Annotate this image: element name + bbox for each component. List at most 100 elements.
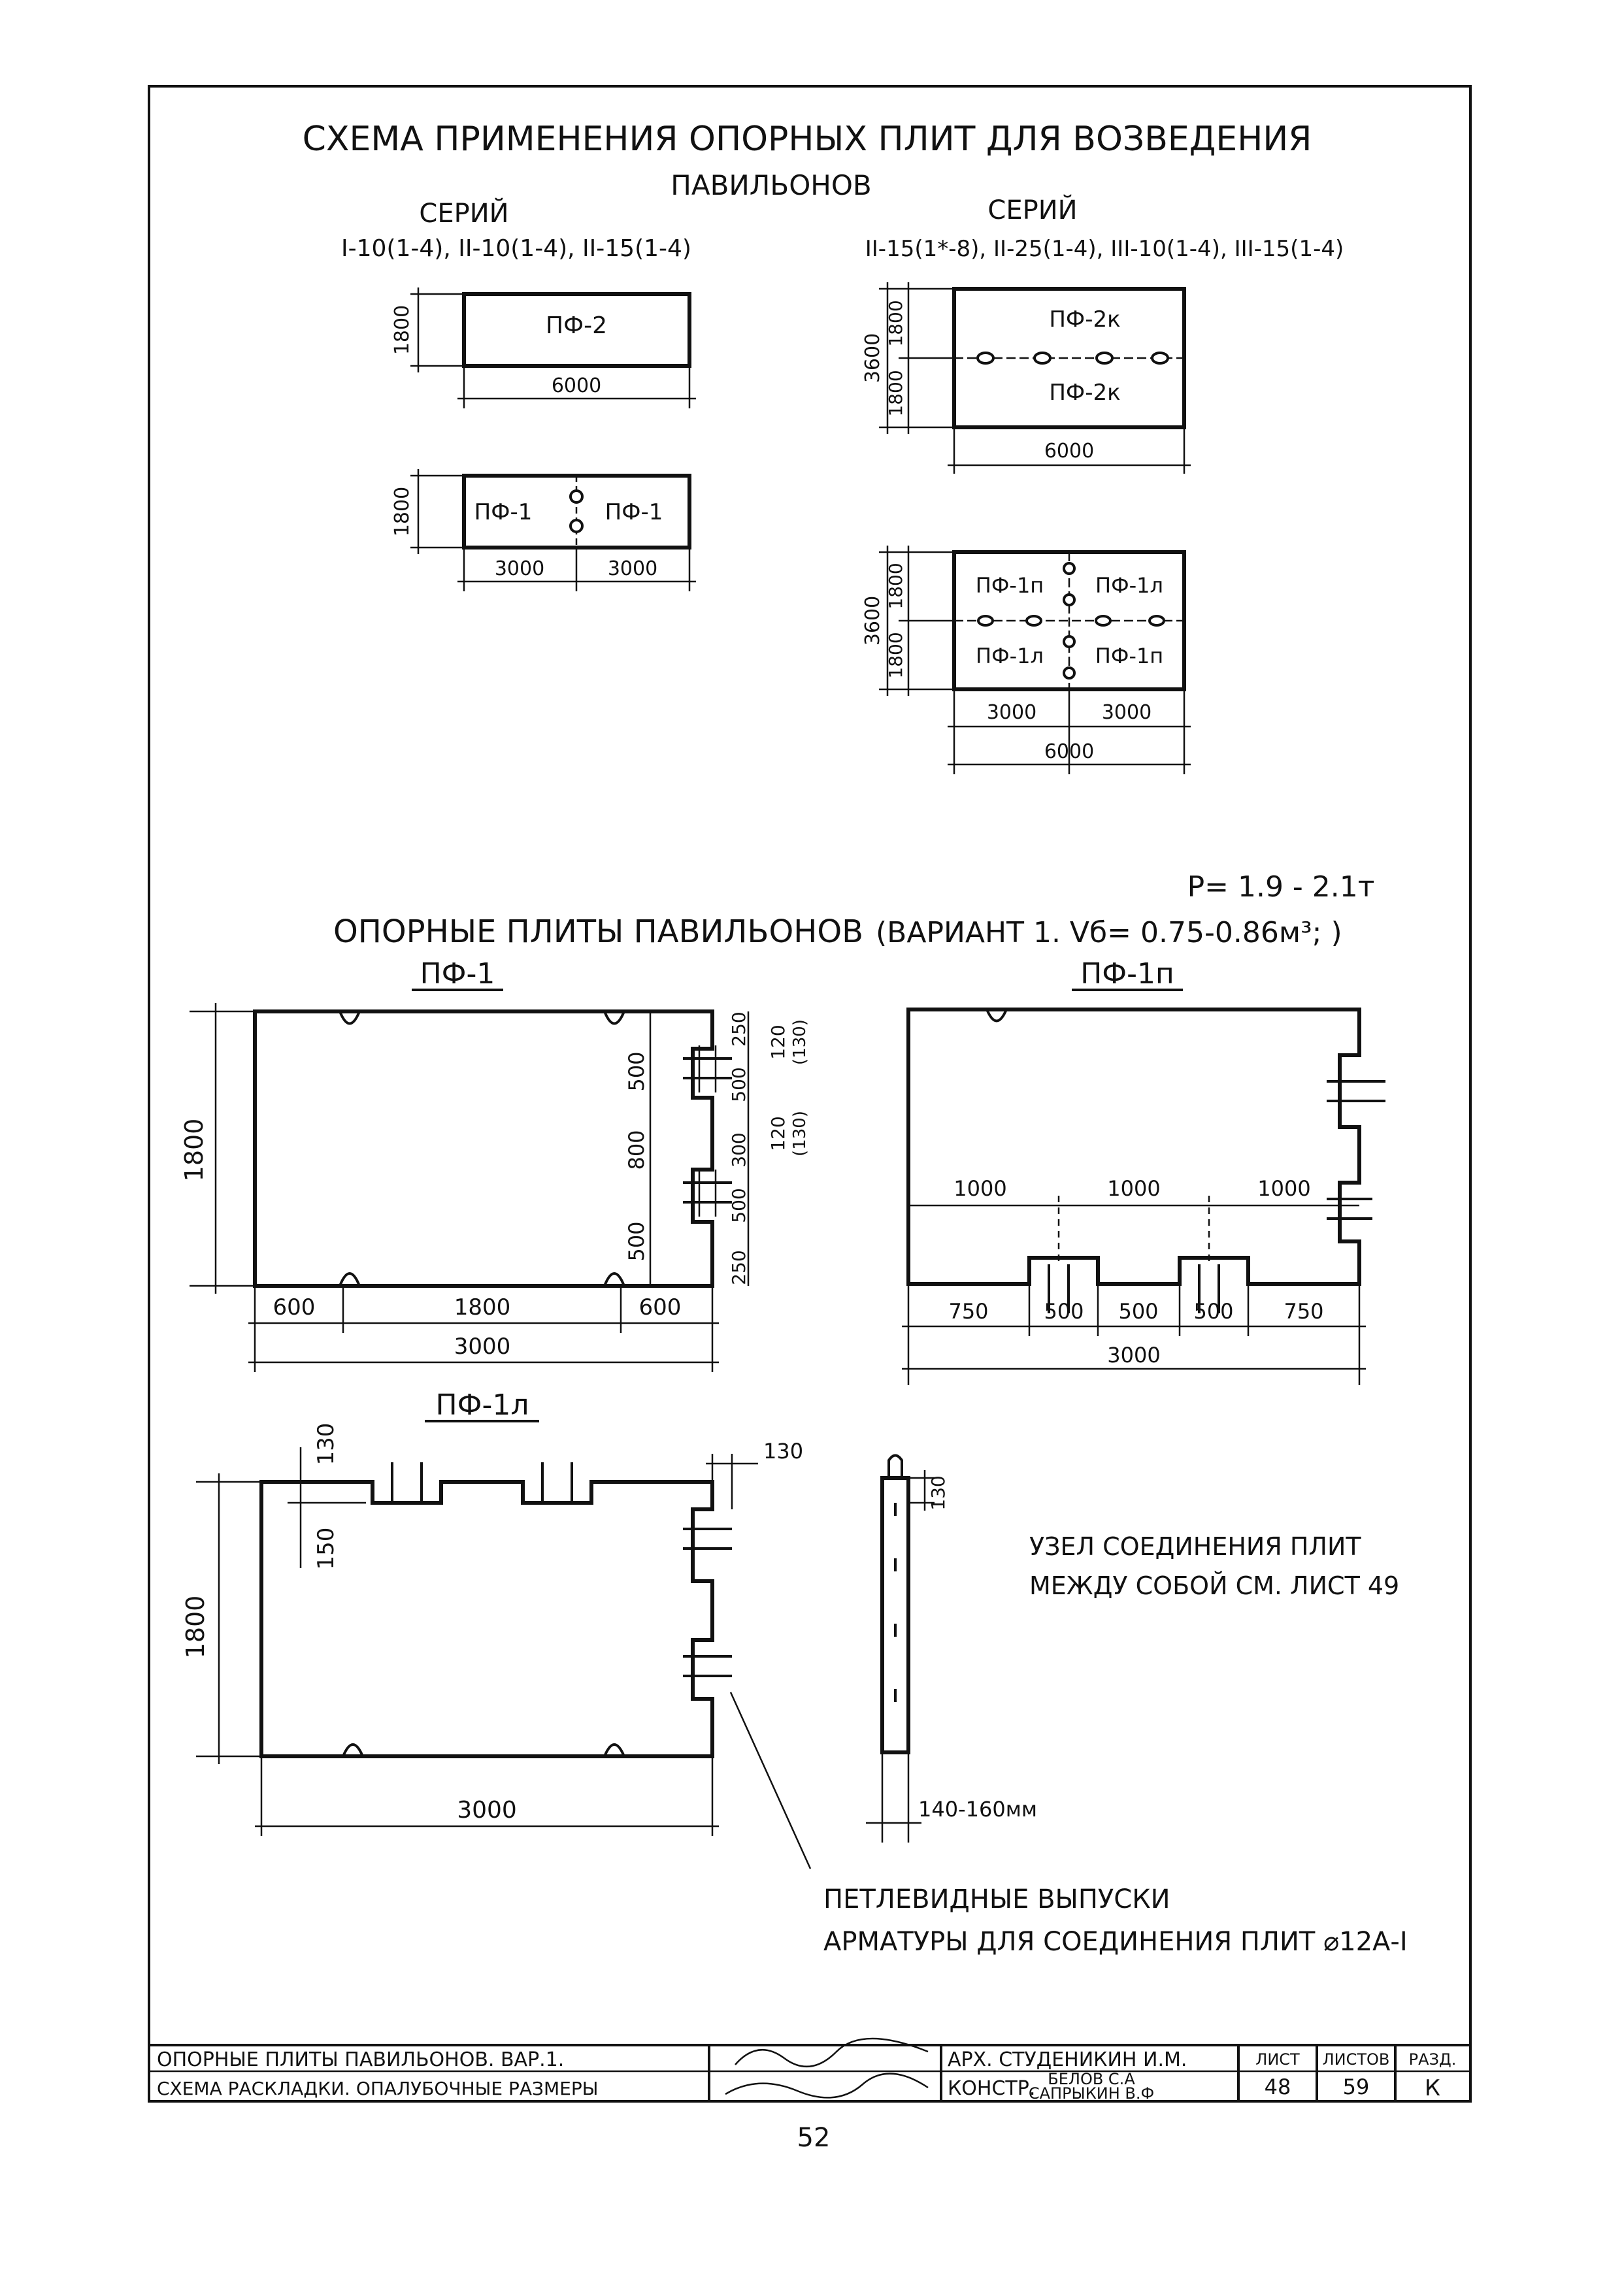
title-line2: ПАВИЛЬОНОВ (671, 169, 871, 201)
title-block-h-listov: ЛИСТОВ (1323, 2050, 1390, 2069)
pf1-detail-side-3: 500 (624, 1221, 649, 1261)
pf1l-dim-130-right: 130 (763, 1439, 803, 1464)
pf2-dim-w: 6000 (552, 374, 601, 397)
pf1p-detail-label: ПФ-1п (1080, 957, 1174, 991)
signature-1 (735, 2037, 929, 2068)
pf2k-dim-w: 6000 (1044, 440, 1094, 463)
pf1-detail-right-3: 300 (728, 1132, 750, 1167)
pf1mix-dim-total: 3600 (861, 596, 884, 646)
pf1mix-br: ПФ-1п (1095, 644, 1163, 668)
slabs-variant: (ВАРИАНТ 1. Vб= 0.75-0.86м³; ) (876, 916, 1342, 949)
pf1-detail-bottom-1: 600 (273, 1294, 316, 1320)
title-block-v-razd: К (1425, 2075, 1440, 2101)
title-line1: СХЕМА ПРИМЕНЕНИЯ ОПОРНЫХ ПЛИТ ДЛЯ ВОЗВЕД… (303, 120, 1312, 159)
pf1mix-dim-top: 1800 (885, 563, 906, 609)
section-dim-130: 130 (927, 1475, 949, 1510)
note-loops-2: АРМАТУРЫ ДЛЯ СОЕДИНЕНИЯ ПЛИТ ⌀12А-I (823, 1927, 1408, 1957)
pf1l-detail: ПФ-1л 1800 130 150 130 3000 (181, 1388, 812, 1869)
pf1-detail: ПФ-1 1800 500 800 500 250 500 300 500 25… (180, 957, 810, 1372)
scheme-pf2k: ПФ-2к ПФ-2к 3600 1800 1800 6000 (861, 282, 1191, 474)
pf1-detail-right-5: 250 (728, 1250, 750, 1285)
title-block-v-list: 48 (1265, 2075, 1291, 2099)
pf1l-dim-h: 1800 (181, 1596, 210, 1659)
pf1mix-bl: ПФ-1л (976, 644, 1044, 668)
pf1-detail-right-2: 500 (728, 1067, 750, 1102)
pf2-dim-h: 1800 (391, 305, 414, 355)
pf1l-dim-150: 150 (313, 1528, 339, 1570)
scheme-pf1-pair: ПФ-1 ПФ-1 1800 3000 3000 (391, 469, 696, 591)
note-loops-1: ПЕТЛЕВИДНЫЕ ВЫПУСКИ (823, 1884, 1170, 1914)
note-joint-2: МЕЖДУ СОБОЙ СМ. ЛИСТ 49 (1029, 1571, 1399, 1600)
pf1mix-dim-b: 3000 (1102, 701, 1152, 724)
section-thickness: 140-160мм (918, 1797, 1037, 1822)
pf1-detail-label: ПФ-1 (420, 957, 495, 991)
series-left-list: I-10(1-4), II-10(1-4), II-15(1-4) (341, 235, 691, 262)
pf1p-bottom-5: 750 (1284, 1299, 1323, 1324)
title-block-name2: СХЕМА РАСКЛАДКИ. ОПАЛУБОЧНЫЕ РАЗМЕРЫ (157, 2078, 598, 2099)
pf1-detail-small-2: (130) (790, 1019, 810, 1065)
slabs-weight: Р= 1.9 - 2.1т (1187, 870, 1375, 904)
pf1p-bottom-1: 750 (948, 1299, 988, 1324)
pf1-detail-right-1: 250 (728, 1011, 750, 1046)
pf1-detail-small-3: 120 (767, 1116, 789, 1151)
pf2k-dim-top: 1800 (885, 300, 906, 346)
pf1-dim-b: 3000 (608, 557, 657, 580)
pf1mix-dim-a: 3000 (987, 701, 1036, 724)
pf1-dim-a: 3000 (495, 557, 544, 580)
pf1mix-dim-w: 6000 (1044, 740, 1094, 763)
title-block-h-list: ЛИСТ (1255, 2050, 1300, 2069)
pf1-detail-small-4: (130) (790, 1111, 810, 1156)
scheme-pf2: ПФ-2 1800 6000 (391, 287, 696, 408)
title-block-arch: АРХ. СТУДЕНИКИН И.М. (948, 2048, 1187, 2071)
pf2k-dim-total: 3600 (861, 333, 884, 383)
pf1-detail-dim-h: 1800 (180, 1119, 208, 1182)
pf1-detail-right-4: 500 (728, 1188, 750, 1222)
pf1l-dim-w: 3000 (457, 1797, 517, 1824)
series-right-heading: СЕРИЙ (987, 194, 1077, 225)
pf1mix-tr: ПФ-1л (1095, 573, 1163, 598)
pf1-detail-side-1: 500 (624, 1051, 649, 1091)
title-block-person-2: САПРЫКИН В.Ф (1029, 2084, 1154, 2103)
pf1p-total: 3000 (1107, 1343, 1160, 1368)
signature-2 (725, 2073, 929, 2099)
note-joint-1: УЗЕЛ СОЕДИНЕНИЯ ПЛИТ (1029, 1532, 1361, 1561)
page-number: 52 (797, 2123, 831, 2153)
title-block: ОПОРНЫЕ ПЛИТЫ ПАВИЛЬОНОВ. ВАР.1. СХЕМА Р… (149, 2037, 1470, 2103)
title-block-konstr: КОНСТР. (948, 2077, 1035, 2100)
pf1p-detail: ПФ-1п 1000 1000 1000 750 500 500 500 7 (902, 957, 1385, 1385)
pf1-detail-total: 3000 (454, 1334, 511, 1360)
pf1p-bottom-2: 500 (1044, 1299, 1084, 1324)
pf1p-top-1: 1000 (953, 1176, 1006, 1201)
pf1-detail-side-2: 800 (624, 1130, 649, 1170)
pf1-detail-small-1: 120 (767, 1025, 789, 1059)
pf1-detail-bottom-2: 1800 (454, 1294, 511, 1320)
pf1p-bottom-4: 500 (1193, 1299, 1233, 1324)
scheme-pf1-mix: ПФ-1п ПФ-1л ПФ-1л ПФ-1п 3600 1800 1800 3… (861, 546, 1191, 774)
pf2k-label-bottom: ПФ-2к (1049, 380, 1120, 406)
pf1l-detail-label: ПФ-1л (436, 1388, 529, 1422)
pf1-label-a: ПФ-1 (474, 499, 533, 525)
pf2k-dim-bottom: 1800 (885, 370, 906, 416)
pf1mix-dim-bottom: 1800 (885, 632, 906, 678)
pf1mix-tl: ПФ-1п (976, 573, 1044, 598)
section-detail: 130 140-160мм (866, 1454, 1037, 1843)
pf1p-top-3: 1000 (1257, 1176, 1310, 1201)
pf1-dim-h: 1800 (391, 487, 414, 536)
pf1p-top-2: 1000 (1107, 1176, 1160, 1201)
pf1p-bottom-3: 500 (1118, 1299, 1158, 1324)
pf2k-label-top: ПФ-2к (1049, 306, 1120, 333)
title-block-person-1: БЕЛОВ С.А (1048, 2070, 1135, 2088)
pf2-label: ПФ-2 (546, 312, 607, 339)
sheet-frame (148, 85, 1472, 2103)
series-right-list: II-15(1*-8), II-25(1-4), III-10(1-4), II… (865, 236, 1344, 262)
pf1-label-b: ПФ-1 (605, 499, 663, 525)
title-block-h-razd: РАЗД. (1409, 2050, 1457, 2069)
pf1l-dim-130-left: 130 (313, 1423, 339, 1466)
title-block-v-listov: 59 (1343, 2075, 1370, 2099)
title-block-name1: ОПОРНЫЕ ПЛИТЫ ПАВИЛЬОНОВ. ВАР.1. (157, 2048, 564, 2071)
slabs-title: ОПОРНЫЕ ПЛИТЫ ПАВИЛЬОНОВ (333, 913, 863, 950)
series-left-heading: СЕРИЙ (419, 197, 508, 229)
pf1-detail-bottom-3: 600 (639, 1294, 682, 1320)
